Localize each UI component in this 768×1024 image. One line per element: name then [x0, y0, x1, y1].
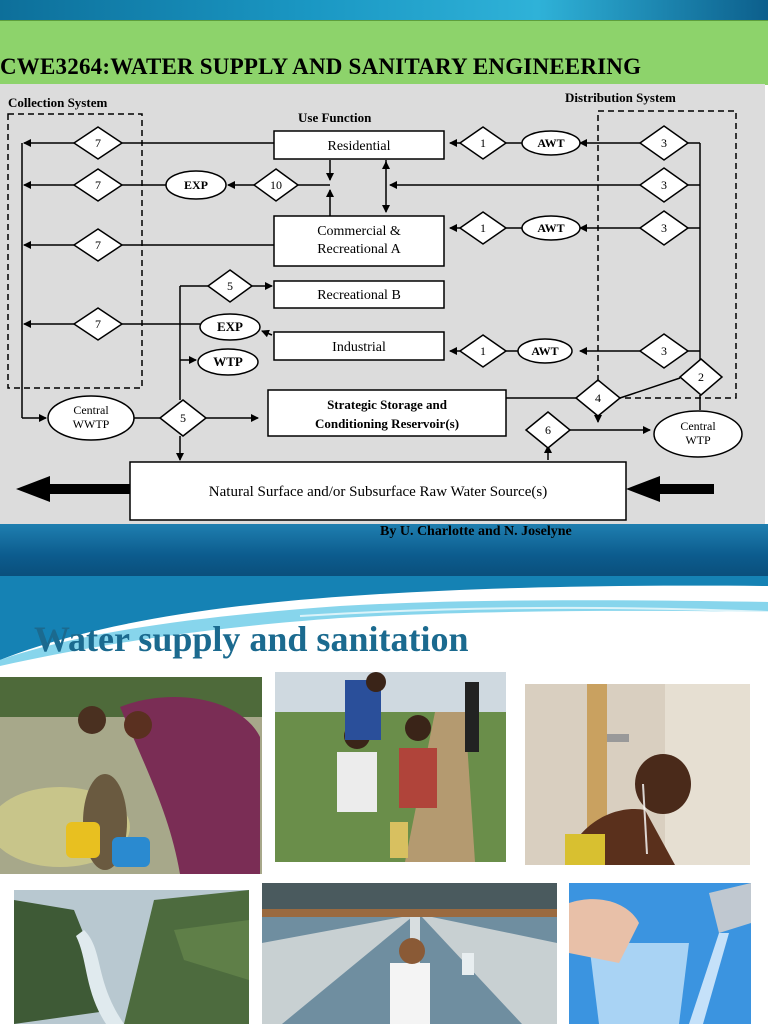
diamond-5-a: 5 [227, 279, 233, 293]
photo-water-glass-tap [569, 883, 751, 1024]
diamond-7-a: 7 [95, 136, 101, 150]
collection-system-box [7, 113, 143, 389]
diamond-7-c: 7 [95, 238, 101, 252]
exp-oval-2-label: EXP [217, 319, 243, 334]
commercial-box-label-line1: Commercial & [317, 224, 401, 239]
diamond-1-a: 1 [480, 136, 486, 150]
photo-child-drinking-tap [525, 684, 750, 865]
awt-oval-1-label: AWT [537, 136, 564, 150]
central-wtp-label-line1: Central [680, 419, 716, 433]
distribution-system-box [597, 110, 737, 399]
storage-box-label-line2: Conditioning Reservoir(s) [315, 416, 459, 431]
central-wwtp-label-line2: WWTP [73, 417, 110, 431]
diamond-3-b: 3 [661, 178, 667, 192]
diamond-1-b: 1 [480, 221, 486, 235]
commercial-box-label-line2: Recreational A [317, 242, 401, 257]
photo-woman-collecting-water [0, 677, 262, 874]
diamond-7-b: 7 [95, 178, 101, 192]
diamond-2: 2 [698, 370, 704, 384]
raw-water-source-label: Natural Surface and/or Subsurface Raw Wa… [209, 484, 547, 500]
diamond-4: 4 [595, 391, 601, 405]
wtp-oval-label: WTP [213, 354, 243, 369]
central-wwtp-label-line1: Central [73, 403, 109, 417]
water-system-diagram: Collection System Use Function Distribut… [7, 90, 743, 521]
recreational-b-box-label: Recreational B [317, 288, 401, 303]
top-decorative-band [0, 0, 768, 20]
awt-oval-3-label: AWT [531, 344, 558, 358]
slide-2-title: Water supply and sanitation [34, 619, 469, 659]
diamond-6: 6 [545, 423, 551, 437]
exp-oval-1-label: EXP [184, 178, 208, 192]
diamond-5-b: 5 [180, 411, 186, 425]
awt-oval-2-label: AWT [537, 221, 564, 235]
diamond-1-c: 1 [480, 344, 486, 358]
title-bar [0, 20, 768, 85]
collection-system-label: Collection System [8, 95, 107, 110]
author-byline: By U. Charlotte and N. Joselyne [380, 524, 572, 539]
photo-river-valley [14, 890, 249, 1024]
residential-box-label: Residential [328, 139, 391, 154]
photo-children-with-jerrycans [275, 672, 506, 862]
photo-treatment-plant [262, 883, 557, 1024]
industrial-box-label: Industrial [332, 340, 386, 355]
distribution-system-label: Distribution System [565, 90, 676, 105]
storage-box-label-line1: Strategic Storage and [327, 397, 448, 412]
wave-decoration [0, 576, 768, 666]
diamond-10: 10 [270, 178, 282, 192]
course-title: CWE3264:WATER SUPPLY AND SANITARY ENGINE… [0, 54, 642, 79]
blue-footer-band [0, 524, 768, 576]
diamond-3-d: 3 [661, 344, 667, 358]
diamond-3-c: 3 [661, 221, 667, 235]
diamond-3-a: 3 [661, 136, 667, 150]
central-wtp-label-line2: WTP [685, 433, 711, 447]
use-function-label: Use Function [298, 110, 372, 125]
diamond-7-d: 7 [95, 317, 101, 331]
